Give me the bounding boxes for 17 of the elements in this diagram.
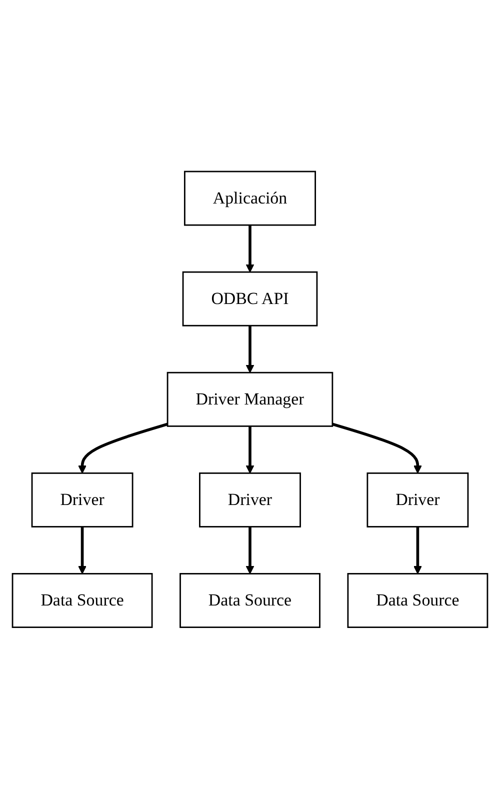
arrow (246, 225, 254, 273)
node-box: Data Source (347, 573, 488, 628)
node-box: Driver Manager (166, 372, 334, 427)
node-box: ODBC API (182, 271, 318, 326)
node-box: Driver (366, 472, 469, 528)
arrow (246, 526, 254, 574)
arrow (78, 422, 168, 474)
arrow (414, 526, 422, 574)
node-box: Data Source (180, 573, 320, 628)
arrow (246, 426, 254, 474)
node-box: Aplicación (184, 170, 316, 226)
arrow (78, 526, 86, 574)
arrow (246, 326, 254, 374)
node-box: Driver (31, 472, 134, 528)
arrow (332, 422, 422, 474)
node-box: Data Source (12, 573, 153, 628)
node-box: Driver (199, 472, 301, 528)
